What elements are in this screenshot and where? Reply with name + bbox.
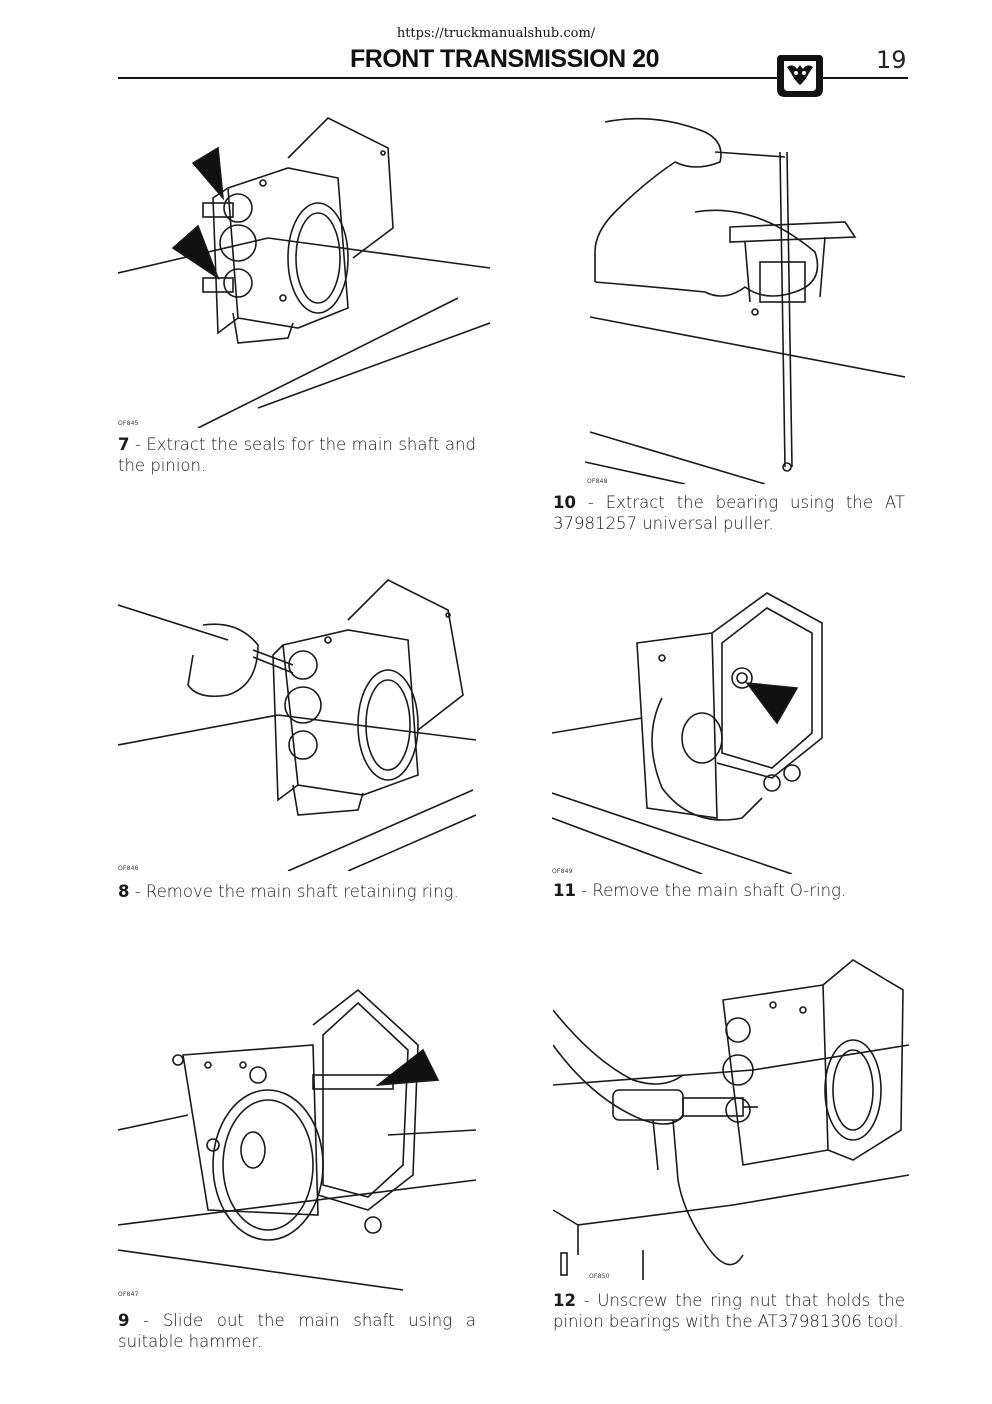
figure-code: OF850 xyxy=(589,1273,610,1280)
step-number: 8 xyxy=(118,882,130,901)
step-10-caption: 10 - Extract the bearing using the AT 37… xyxy=(553,492,905,534)
step-9-caption: 9 - Slide out the main shaft using a sui… xyxy=(118,1310,476,1352)
figure-code: OF848 xyxy=(587,478,608,485)
step-text: - Extract the bearing using the AT 37981… xyxy=(553,493,905,533)
step-text: - Unscrew the ring nut that holds the pi… xyxy=(553,1291,906,1331)
figure-step-9: OF847 xyxy=(118,985,476,1298)
figure-code: OF847 xyxy=(118,1291,139,1298)
step-number: 12 xyxy=(553,1291,576,1310)
source-url: https://truckmanualshub.com/ xyxy=(396,26,596,41)
figure-step-7: OF845 xyxy=(118,108,490,428)
step-7-caption: 7 - Extract the seals for the main shaft… xyxy=(118,434,476,476)
figure-code: OF849 xyxy=(552,868,573,875)
figure-step-8: OF846 xyxy=(118,565,476,872)
step-number: 10 xyxy=(553,493,576,512)
bull-emblem-icon xyxy=(775,51,825,99)
figure-code: OF846 xyxy=(118,865,139,872)
step-text: - Remove the main shaft O-ring. xyxy=(581,881,847,900)
step-text: - Remove the main shaft retaining ring. xyxy=(134,882,459,901)
step-number: 7 xyxy=(118,435,130,454)
figure-code: OF845 xyxy=(118,420,139,427)
step-8-caption: 8 - Remove the main shaft retaining ring… xyxy=(118,881,488,902)
page-number: 19 xyxy=(876,46,907,74)
page-title: FRONT TRANSMISSION 20 xyxy=(350,45,659,73)
step-11-caption: 11 - Remove the main shaft O-ring. xyxy=(553,880,905,901)
figure-step-10: OF848 xyxy=(555,112,905,485)
figure-step-12: OF850 xyxy=(553,950,909,1280)
header-rule xyxy=(118,77,908,79)
step-text: - Slide out the main shaft using a suita… xyxy=(118,1311,476,1351)
step-number: 9 xyxy=(118,1311,130,1330)
step-text: - Extract the seals for the main shaft a… xyxy=(118,435,476,475)
step-12-caption: 12 - Unscrew the ring nut that holds the… xyxy=(553,1290,905,1332)
step-number: 11 xyxy=(553,881,576,900)
figure-step-11: OF849 xyxy=(552,588,852,875)
